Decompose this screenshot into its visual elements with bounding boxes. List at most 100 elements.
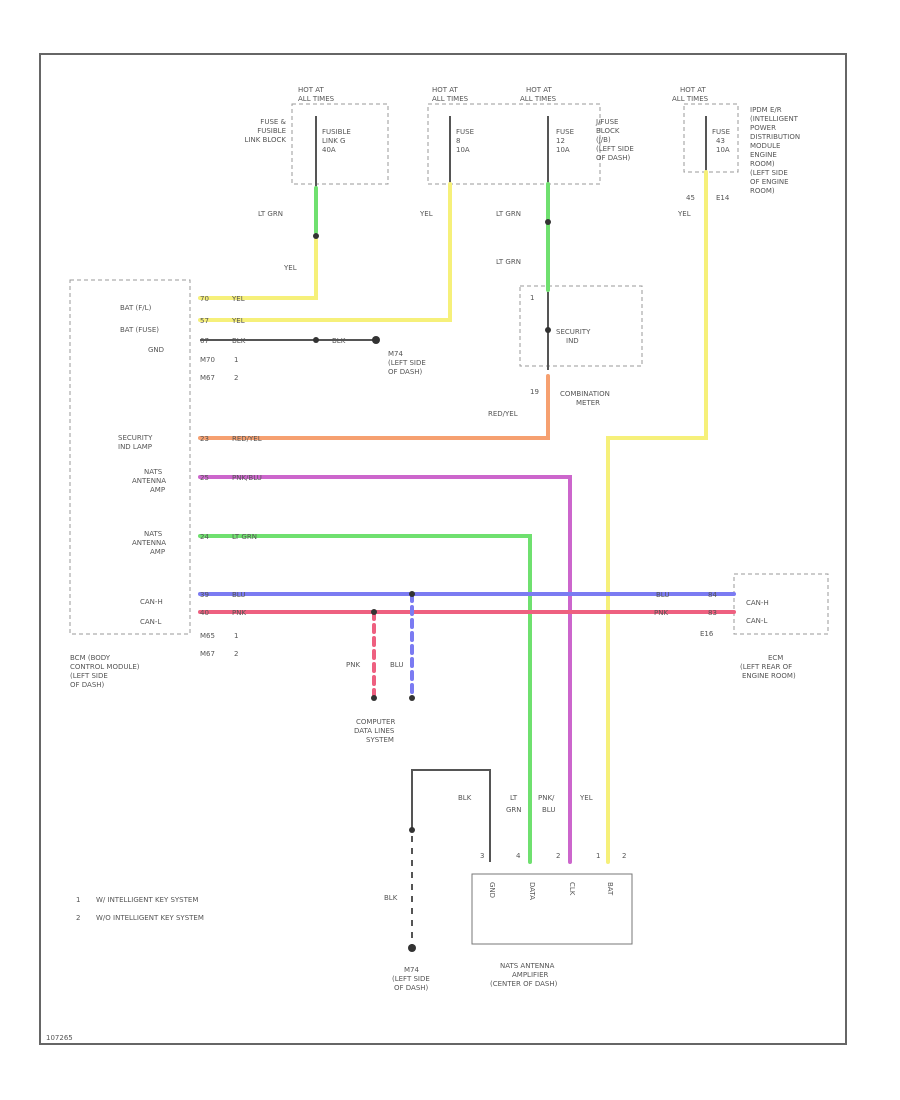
wire-label-yel-left: YEL [283, 264, 297, 272]
bcm-security-lamp-2: IND LAMP [118, 443, 152, 451]
nats-wire-blu: BLU [542, 806, 555, 814]
bcm-pin-num: M70 [200, 356, 215, 364]
bcm-box [69, 279, 191, 635]
bcm-pin-wire: YEL [231, 295, 245, 303]
wire-left-yel [198, 238, 318, 300]
bcm-nats-amp-2c: AMP [150, 548, 165, 556]
nats-term-clk: CLK [568, 882, 576, 896]
ground2-name-2: (LEFT SIDE [392, 975, 430, 983]
nats-term-data: DATA [528, 882, 536, 900]
ipdm-label-4: DISTRIBUTION [750, 133, 800, 141]
ground-dot [408, 944, 416, 952]
ipdm-wire-color: YEL [677, 210, 691, 218]
ipdm-label-2: (INTELLIGENT [750, 115, 799, 123]
bcm-pin-num: 25 [200, 474, 209, 482]
bcm-pin-num: M67 [200, 650, 215, 658]
bcm-pin-num: M65 [200, 632, 215, 640]
bcm-pin-wire: 2 [234, 650, 238, 658]
bcm-pin-num: 67 [200, 337, 209, 345]
ecm-wire-pnk: PNK [654, 609, 668, 617]
cdl-name-3: SYSTEM [366, 736, 394, 744]
fuse-left-fuse-1: FUSIBLE [322, 128, 351, 136]
bcm-pin-wire: RED/YEL [232, 435, 262, 443]
bcm-pin-label: CAN-H [140, 598, 163, 606]
nats-term-bat: BAT [606, 882, 614, 896]
ground1-name-1: M74 [388, 350, 403, 358]
bcm-pin-wire: BLU [232, 591, 245, 599]
meter-pin2: 19 [530, 388, 539, 396]
cdl-blu-label: BLU [390, 661, 403, 669]
ipdm-label-3: POWER [750, 124, 776, 132]
splice-dot [313, 233, 319, 239]
fuse-left-block-3: LINK BLOCK [245, 136, 287, 144]
ground2-name-1: M74 [404, 966, 419, 974]
nats-box [471, 873, 633, 945]
bcm-pin-num: 57 [200, 317, 209, 325]
wire-label-lt-grn-mid-1: LT GRN [496, 210, 521, 218]
fuse-right-fuse-1: FUSE [712, 128, 730, 136]
wire-label-lt-grn-mid-2: LT GRN [496, 258, 521, 266]
bcm-name-3: (LEFT SIDE [70, 672, 108, 680]
ecm-pin-83: 83 [708, 609, 717, 617]
fuse-left-hot-1: HOT AT [298, 86, 325, 94]
wire-lt-grn-amp [198, 534, 532, 864]
bcm-nats-amp-2b: ANTENNA [132, 539, 166, 547]
fuse-left-fuse-2: LINK G [322, 137, 345, 145]
wire-label-lt-grn-left: LT GRN [258, 210, 283, 218]
legend-num-1: 1 [76, 896, 80, 904]
cdl-pnk-label: PNK [346, 661, 360, 669]
splice-dot [409, 827, 415, 833]
nats-term-gnd: GND [488, 882, 496, 898]
diagram-frame [39, 53, 847, 1045]
fuse-mid1-hot-2: ALL TIMES [432, 95, 469, 103]
bcm-pin-num: 70 [200, 295, 209, 303]
fuse-box-right [683, 103, 739, 173]
bcm-pin-label: GND [148, 346, 164, 354]
ecm-name-3: ENGINE ROOM) [742, 672, 796, 680]
ground2-wire: BLK [384, 894, 398, 902]
ecm-can-l: CAN-L [746, 617, 767, 625]
bcm-pin-num: 24 [200, 533, 209, 541]
nats-wire-pnk: PNK/ [538, 794, 555, 802]
ipdm-label-1: IPDM E/R [750, 106, 782, 114]
nats-wire-yel: YEL [579, 794, 593, 802]
cdl-end-dot [371, 695, 377, 701]
meter-name-1: COMBINATION [560, 390, 610, 398]
nats-name-2: AMPLIFIER [512, 971, 549, 979]
ipdm-label-5: MODULE [750, 142, 780, 150]
fuse-right-fuse-2: 43 [716, 137, 725, 145]
meter-label-1: SECURITY [556, 328, 591, 336]
bcm-pin-label: BAT (F/L) [120, 304, 152, 312]
meter-name-2: METER [576, 399, 600, 407]
ecm-name-1: ECM [768, 654, 783, 662]
cdl-end-dot [409, 695, 415, 701]
fuse-left-block-1: FUSE & [260, 118, 286, 126]
legend-num-2: 2 [76, 914, 80, 922]
fuse-right-hot-2: ALL TIMES [672, 95, 709, 103]
ecm-pin-84: 84 [708, 591, 717, 599]
ground2-name-3: OF DASH) [394, 984, 429, 992]
fuse-mid2-block-4: (LEFT SIDE [596, 145, 634, 153]
cdl-name-2: DATA LINES [354, 727, 395, 735]
ipdm-label-9: OF ENGINE [750, 178, 789, 186]
legend-text-2: W/O INTELLIGENT KEY SYSTEM [96, 914, 204, 922]
fuse-mid2-hot-2: ALL TIMES [520, 95, 557, 103]
nats-pin: 1 [596, 852, 600, 860]
ground1-name-3: OF DASH) [388, 368, 423, 376]
wire-label-yel-mid: YEL [419, 210, 433, 218]
cdl-name-1: COMPUTER [356, 718, 395, 726]
nats-pin: 2 [622, 852, 626, 860]
fuse-left-block-2: FUSIBLE [257, 127, 286, 135]
fuse-box-left [291, 103, 389, 185]
bcm-name-1: BCM (BODY [70, 654, 111, 662]
ecm-conn: E16 [700, 630, 714, 638]
ecm-can-h: CAN-H [746, 599, 769, 607]
ecm-name-2: (LEFT REAR OF [740, 663, 792, 671]
ipdm-pin: 45 [686, 194, 695, 202]
bcm-pin-wire: YEL [231, 317, 245, 325]
splice-dot [409, 591, 415, 597]
ipdm-label-6: ENGINE [750, 151, 777, 159]
fuse-mid1-hot-1: HOT AT [432, 86, 459, 94]
nats-name-1: NATS ANTENNA [500, 962, 555, 970]
